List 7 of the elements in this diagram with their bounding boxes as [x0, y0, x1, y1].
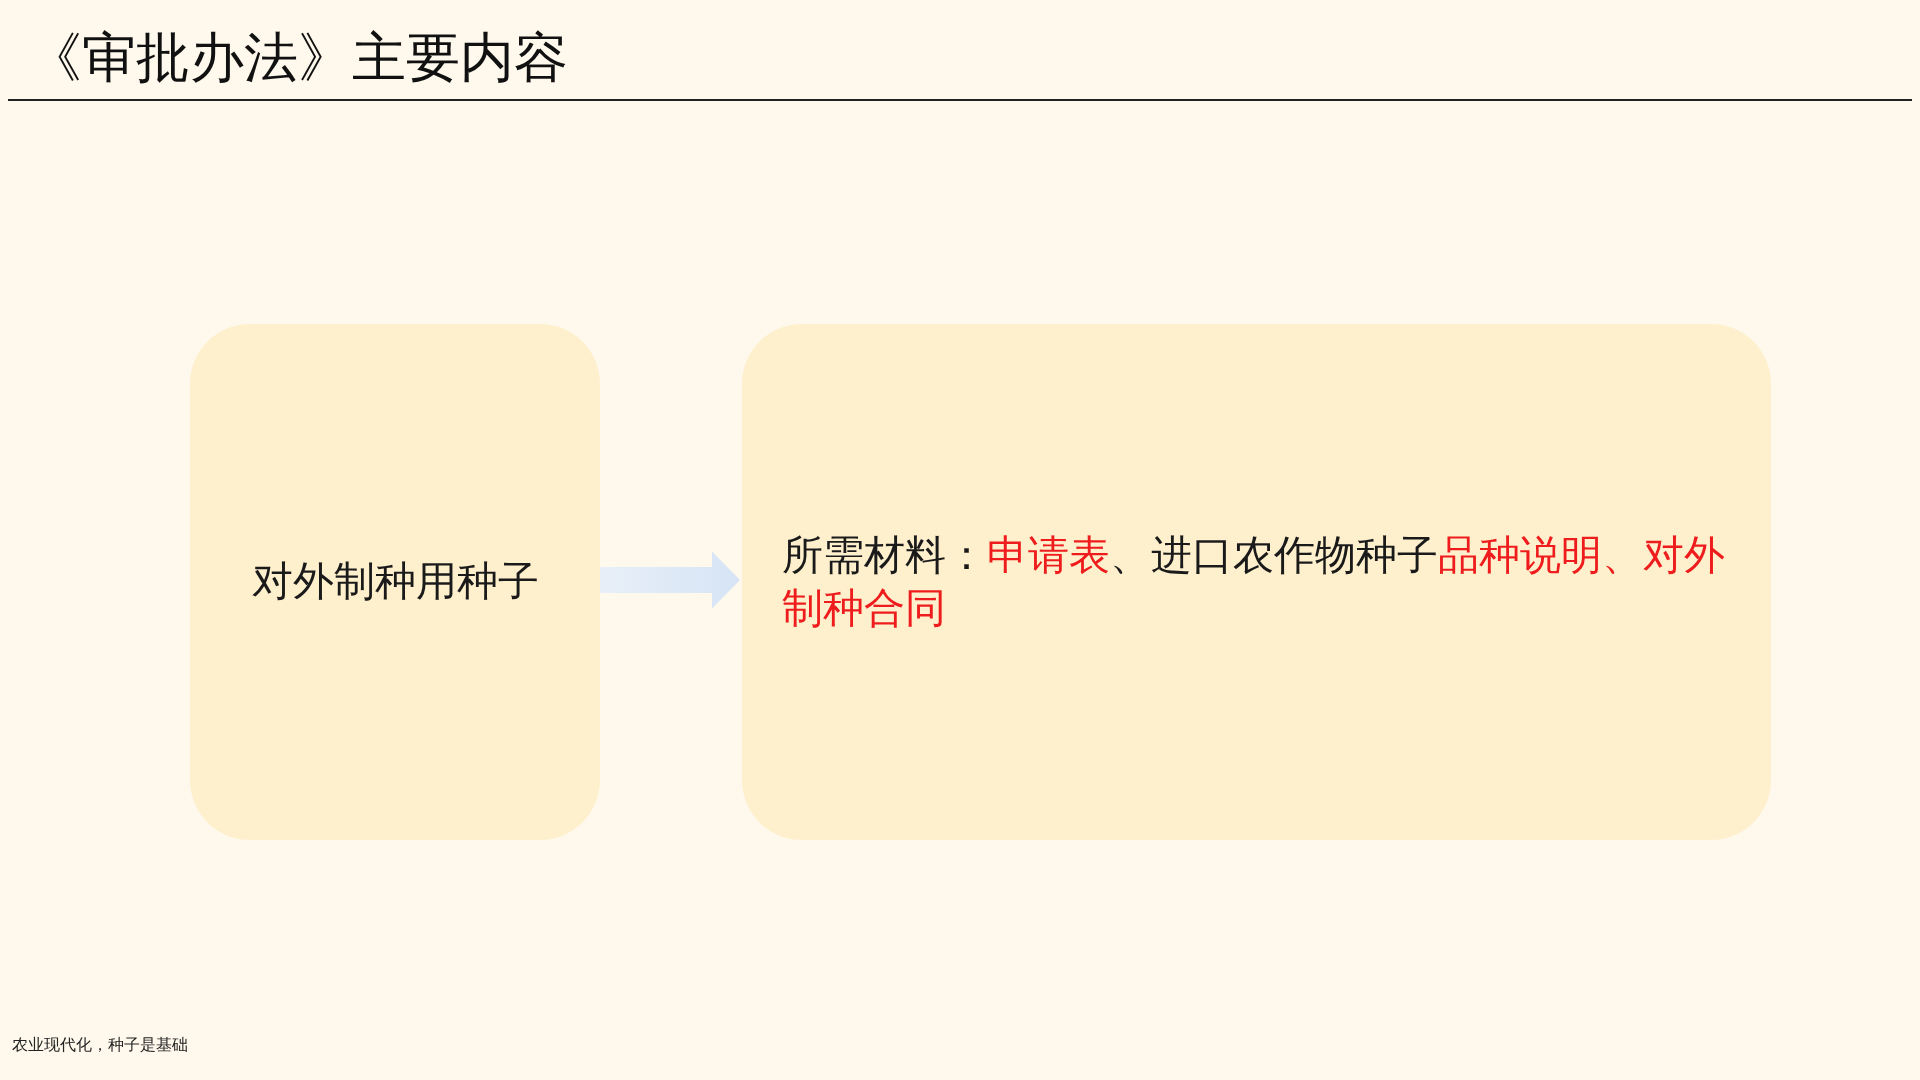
slide-title: 《审批办法》主要内容 [28, 26, 568, 91]
rounded-box [190, 324, 600, 840]
block-arrow [598, 551, 740, 609]
box-text: 所需材料：申请表、进口农作物种子品种说明、对外制种合同 [782, 529, 1726, 634]
footer-note: 农业现代化，种子是基础 [12, 1035, 188, 1056]
box-text: 对外制种用种子 [251, 556, 539, 608]
rounded-box [742, 324, 1771, 840]
